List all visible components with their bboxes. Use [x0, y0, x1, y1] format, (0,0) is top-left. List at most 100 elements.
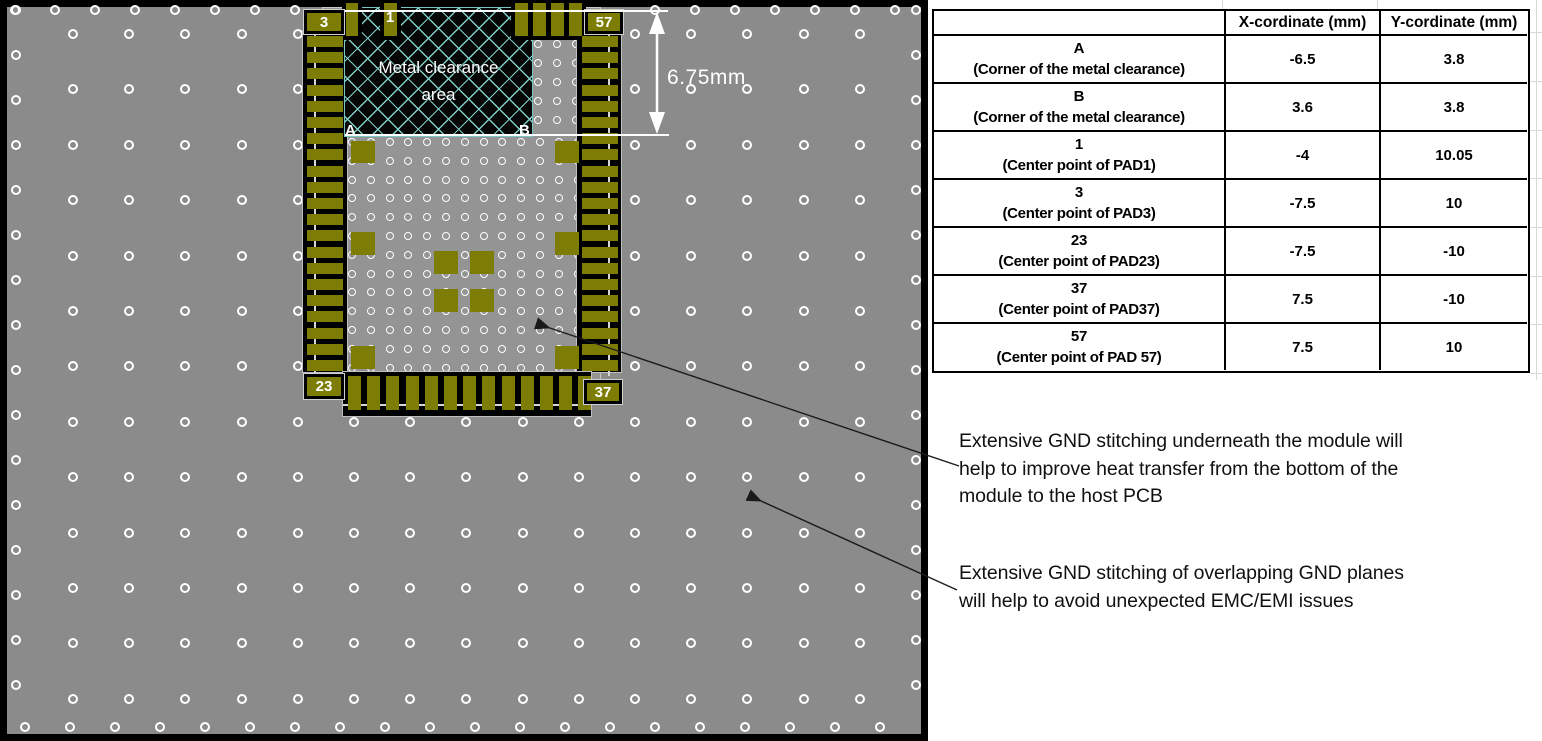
via	[404, 250, 413, 259]
via	[911, 140, 921, 150]
via	[798, 416, 809, 427]
via	[798, 583, 809, 593]
via	[404, 288, 413, 297]
via	[890, 5, 900, 15]
pad	[559, 376, 573, 410]
gridline	[1530, 276, 1542, 277]
via	[854, 693, 865, 704]
via	[479, 363, 488, 372]
via	[20, 722, 30, 732]
via	[460, 138, 469, 146]
point-description: (Center point of PAD37)	[998, 301, 1160, 318]
via	[349, 416, 359, 427]
pad	[348, 376, 361, 410]
via	[124, 693, 135, 704]
via	[536, 307, 544, 316]
pad	[307, 165, 343, 177]
pad	[582, 52, 618, 64]
pad	[307, 36, 343, 47]
via	[517, 472, 528, 483]
via	[911, 5, 921, 15]
via	[573, 638, 584, 649]
pad-23-label: 23	[315, 378, 333, 395]
via	[442, 326, 450, 334]
via	[180, 139, 191, 150]
via	[498, 175, 507, 184]
via	[517, 232, 526, 240]
via	[155, 722, 165, 732]
via	[479, 194, 488, 203]
via	[180, 195, 191, 206]
pad-37-label: 37	[594, 383, 612, 401]
via	[68, 29, 78, 39]
via	[236, 250, 247, 261]
via	[536, 363, 544, 372]
via	[292, 527, 303, 538]
gridline	[1530, 130, 1542, 131]
table-point-cell: 1(Center point of PAD1)	[934, 130, 1224, 178]
via	[798, 472, 809, 483]
via	[517, 326, 526, 334]
via	[11, 95, 21, 105]
via	[236, 195, 247, 206]
via	[854, 638, 865, 649]
gridline	[1536, 0, 1537, 380]
via	[854, 29, 865, 39]
via	[292, 84, 303, 95]
point-id: 3	[1074, 184, 1084, 201]
y-coordinate-value: 3.8	[1379, 34, 1527, 82]
via	[536, 175, 544, 184]
via	[366, 307, 375, 316]
via	[460, 344, 469, 353]
via	[686, 527, 697, 538]
pad-23-copper	[307, 377, 341, 396]
via	[798, 306, 809, 316]
via	[180, 306, 191, 316]
pad	[582, 68, 618, 80]
via	[292, 29, 303, 39]
via	[479, 156, 488, 165]
via	[498, 344, 507, 353]
via	[366, 194, 375, 203]
via	[515, 722, 525, 732]
via	[798, 195, 809, 206]
via	[742, 306, 753, 316]
via	[854, 416, 865, 427]
via	[236, 29, 247, 39]
via	[405, 416, 416, 427]
via	[442, 232, 450, 240]
via	[124, 84, 135, 95]
via	[423, 138, 432, 146]
via	[650, 722, 660, 732]
gridline	[1530, 227, 1542, 228]
via	[124, 250, 135, 261]
via	[385, 250, 394, 259]
via	[911, 95, 921, 105]
via	[236, 361, 247, 372]
via	[479, 326, 488, 334]
inner-gnd-pad	[434, 289, 458, 312]
via	[517, 156, 526, 165]
via	[798, 250, 809, 261]
via	[498, 232, 507, 240]
via	[742, 195, 753, 206]
x-coordinate-value: 7.5	[1224, 322, 1379, 370]
via	[854, 306, 865, 316]
via	[460, 213, 469, 222]
via	[124, 361, 135, 372]
via	[442, 175, 450, 184]
pad	[582, 36, 618, 47]
pad	[582, 311, 618, 323]
via	[349, 527, 359, 538]
pad	[307, 133, 343, 145]
via	[385, 213, 394, 222]
via	[830, 722, 840, 732]
via	[124, 306, 135, 316]
via	[245, 722, 255, 732]
via	[348, 269, 356, 278]
via	[690, 5, 700, 15]
via	[180, 416, 191, 427]
pad	[582, 360, 618, 371]
via	[498, 363, 507, 372]
pad	[569, 3, 582, 36]
